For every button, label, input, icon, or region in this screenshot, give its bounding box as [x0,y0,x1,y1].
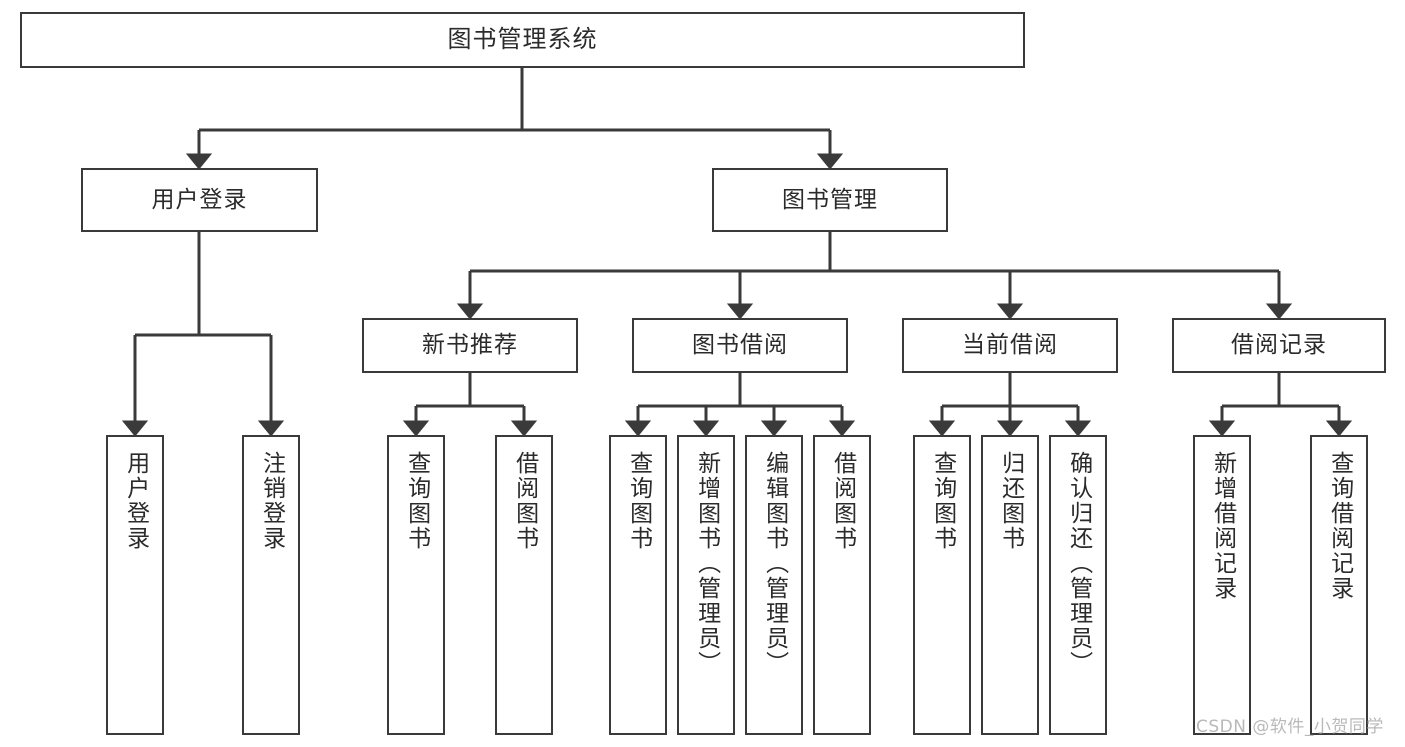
node-label: 图书管理系统 [447,25,598,54]
node-label: 查询图书 [625,451,652,551]
node-book-management[interactable]: 图书管理 [712,168,948,232]
leaf-add-borrow-record[interactable]: 新增借阅记录 [1193,435,1251,735]
leaf-query-book-borrow[interactable]: 查询图书 [609,435,667,735]
node-book-borrow[interactable]: 图书借阅 [632,318,848,373]
watermark: CSDN @软件_小贺同学 [1196,717,1384,737]
node-label: 查询图书 [403,451,430,551]
leaf-return-book[interactable]: 归还图书 [981,435,1039,735]
leaf-user-logout[interactable]: 注销登录 [242,435,300,735]
node-root-book-management-system[interactable]: 图书管理系统 [20,12,1025,68]
leaf-add-book-admin[interactable]: 新增图书（管理员） [677,435,735,735]
node-label: 当前借阅 [962,332,1058,359]
node-label: 新增借阅记录 [1209,451,1236,601]
node-label: 图书借阅 [692,332,788,359]
node-borrow-record[interactable]: 借阅记录 [1172,318,1386,373]
leaf-borrow-book[interactable]: 借阅图书 [813,435,871,735]
leaf-confirm-return-admin[interactable]: 确认归还（管理员） [1049,435,1107,735]
node-label: 查询借阅记录 [1326,451,1353,601]
leaf-user-login[interactable]: 用户登录 [106,435,164,735]
leaf-query-book-current[interactable]: 查询图书 [913,435,971,735]
node-current-borrow[interactable]: 当前借阅 [902,318,1118,373]
node-label: 查询图书 [929,451,956,551]
node-label: 图书管理 [782,186,878,213]
node-label: 编辑图书（管理员） [761,451,788,676]
leaf-borrow-book-new-rec[interactable]: 借阅图书 [495,435,553,735]
node-label: 新增图书（管理员） [693,451,720,676]
leaf-edit-book-admin[interactable]: 编辑图书（管理员） [745,435,803,735]
node-label: 用户登录 [151,186,248,213]
node-label: 用户登录 [122,451,149,551]
node-user-login[interactable]: 用户登录 [81,168,318,232]
node-new-book-recommendation[interactable]: 新书推荐 [362,318,578,373]
node-label: 注销登录 [258,451,285,551]
node-label: 新书推荐 [422,332,518,359]
node-label: 借阅图书 [829,451,856,551]
node-label: 归还图书 [997,451,1024,551]
leaf-query-book-new-rec[interactable]: 查询图书 [387,435,445,735]
node-label: 确认归还（管理员） [1065,451,1092,676]
node-label: 借阅记录 [1231,332,1327,359]
node-label: 借阅图书 [511,451,538,551]
leaf-query-borrow-record[interactable]: 查询借阅记录 [1310,435,1368,735]
